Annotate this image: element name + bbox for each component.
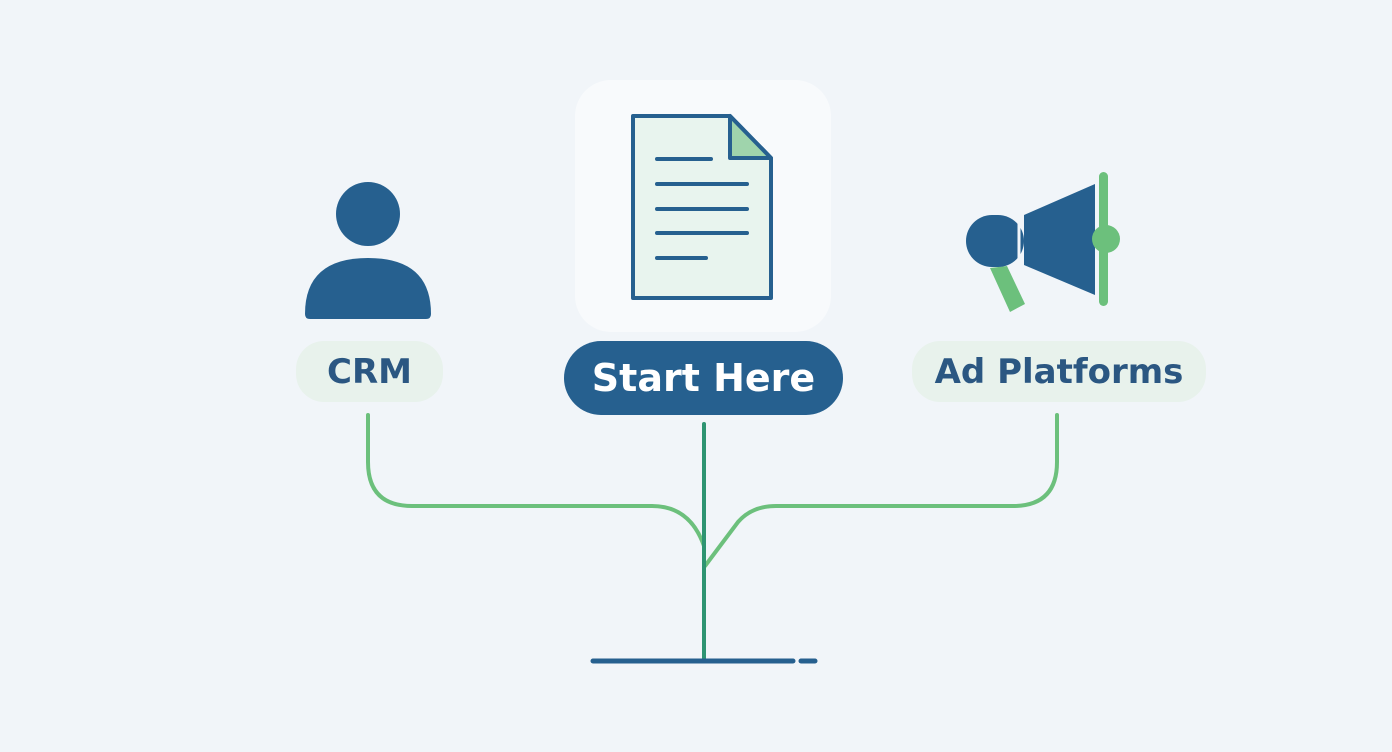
start-here-label: Start Here bbox=[564, 341, 843, 415]
document-icon bbox=[631, 114, 773, 300]
crm-label: CRM bbox=[296, 341, 443, 402]
connector-crm bbox=[366, 413, 706, 548]
connector-ad-platforms bbox=[703, 413, 1059, 568]
ad-platforms-label: Ad Platforms bbox=[912, 341, 1206, 402]
person-icon bbox=[305, 182, 431, 319]
start-node-card bbox=[575, 80, 831, 332]
megaphone-icon bbox=[966, 172, 1120, 312]
